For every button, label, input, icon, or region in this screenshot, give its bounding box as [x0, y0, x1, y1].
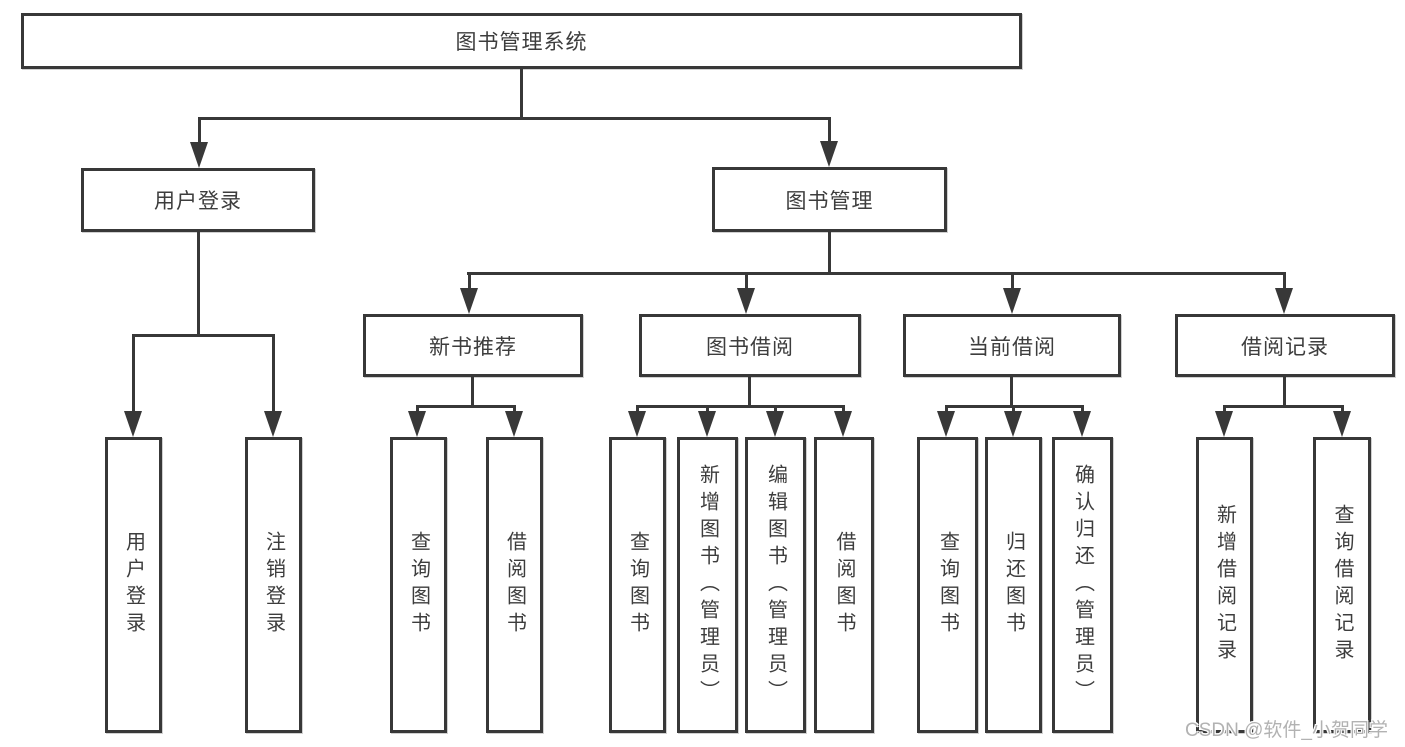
leaf-bb-borrow-label: 借阅图书 [833, 531, 855, 639]
leaf-logout-label: 注销登录 [262, 531, 285, 639]
arrowhead-leaf-login [124, 411, 142, 437]
leaf-bb-borrow: 借阅图书 [814, 437, 874, 733]
connector-arrow-cb-return-stem [1012, 405, 1015, 413]
arrowhead-user-login [190, 142, 208, 168]
connector-arrow-leaf-login-stem [132, 334, 135, 413]
leaf-br-query-label: 查询借阅记录 [1331, 504, 1353, 666]
node-user-login-label: 用户登录 [154, 190, 242, 213]
arrowhead-nb-borrow [505, 411, 523, 437]
node-book-mgmt-label: 图书管理 [785, 189, 874, 213]
arrowhead-cb-confirm [1073, 411, 1091, 437]
leaf-bb-query: 查询图书 [609, 437, 666, 733]
node-current-borrow-label: 当前借阅 [968, 335, 1056, 359]
connector-book-borrow-branch [636, 405, 845, 408]
node-borrow-records-label: 借阅记录 [1241, 335, 1329, 359]
arrowhead-leaf-logout [264, 411, 282, 437]
leaf-nb-borrow-label: 借阅图书 [503, 531, 526, 639]
connector-level3-branch [467, 272, 1286, 275]
leaf-nb-borrow: 借阅图书 [486, 437, 543, 733]
connector-arrow-bb-edit-stem [774, 405, 777, 413]
leaf-user-login: 用户登录 [105, 437, 162, 733]
connector-book-borrow-stem [748, 377, 751, 408]
node-user-login: 用户登录 [81, 168, 315, 232]
connector-user-login-branch [132, 334, 275, 337]
arrowhead-bb-add [698, 411, 716, 437]
connector-new-books-stem [471, 377, 474, 408]
leaf-cb-confirm-label: 确认归还（管理员） [1071, 463, 1094, 707]
connector-arrow-book-mgmt-stem [828, 117, 831, 145]
leaf-bb-add-label: 新增图书（管理员） [696, 463, 719, 707]
node-book-borrow-label: 图书借阅 [706, 335, 794, 359]
arrowhead-nb-query [408, 411, 426, 437]
leaf-cb-query-label: 查询图书 [936, 531, 959, 639]
leaf-bb-edit: 编辑图书（管理员） [745, 437, 806, 733]
connector-arrow-cb-query-stem [945, 405, 948, 413]
node-book-borrow: 图书借阅 [639, 314, 861, 377]
leaf-cb-return-label: 归还图书 [1002, 531, 1025, 639]
leaf-bb-add: 新增图书（管理员） [677, 437, 738, 733]
connector-arrow-br-query-stem [1341, 405, 1344, 413]
leaf-cb-return: 归还图书 [985, 437, 1042, 733]
node-root: 图书管理系统 [21, 13, 1022, 69]
arrowhead-cb-query [937, 411, 955, 437]
node-current-borrow: 当前借阅 [903, 314, 1121, 377]
arrowhead-bb-edit [766, 411, 784, 437]
connector-book-mgmt-stem [828, 232, 831, 275]
connector-arrow-bb-borrow-stem [842, 405, 845, 413]
connector-arrow-new-books-stem [468, 272, 471, 292]
arrowhead-bb-query [628, 411, 646, 437]
leaf-br-add-label: 新增借阅记录 [1213, 504, 1236, 666]
arrowhead-borrow-records [1275, 288, 1293, 314]
leaf-cb-confirm: 确认归还（管理员） [1052, 437, 1113, 733]
leaf-logout: 注销登录 [245, 437, 302, 733]
connector-borrow-records-stem [1283, 377, 1286, 408]
csdn-watermark: CSDN @软件_小贺同学 [1185, 720, 1388, 741]
connector-arrow-bb-add-stem [706, 405, 709, 413]
leaf-nb-query: 查询图书 [390, 437, 447, 733]
arrowhead-book-borrow [737, 288, 755, 314]
connector-current-borrow-stem [1010, 377, 1013, 408]
leaf-bb-query-label: 查询图书 [626, 531, 649, 639]
connector-arrow-current-borrow-stem [1011, 272, 1014, 292]
arrowhead-br-query [1333, 411, 1351, 437]
leaf-nb-query-label: 查询图书 [407, 531, 430, 639]
leaf-cb-query: 查询图书 [917, 437, 978, 733]
leaf-user-login-label: 用户登录 [122, 531, 145, 639]
arrowhead-br-add [1215, 411, 1233, 437]
leaf-br-add: 新增借阅记录 [1196, 437, 1253, 733]
node-root-label: 图书管理系统 [455, 31, 588, 54]
node-new-books: 新书推荐 [363, 314, 583, 377]
connector-arrow-borrow-records-stem [1283, 272, 1286, 292]
connector-arrow-nb-borrow-stem [513, 405, 516, 413]
connector-arrow-leaf-logout-stem [272, 334, 275, 413]
connector-borrow-records-branch [1223, 405, 1344, 408]
connector-new-books-branch [416, 405, 516, 408]
leaf-bb-edit-label: 编辑图书（管理员） [764, 463, 787, 707]
connector-user-login-stem [197, 232, 200, 337]
arrowhead-current-borrow [1003, 288, 1021, 314]
node-new-books-label: 新书推荐 [429, 335, 517, 359]
connector-arrow-user-login-stem [198, 117, 201, 145]
connector-arrow-br-add-stem [1223, 405, 1226, 413]
connector-level1-branch [198, 117, 831, 120]
connector-arrow-book-borrow-stem [745, 272, 748, 292]
connector-arrow-bb-query-stem [636, 405, 639, 413]
arrowhead-cb-return [1004, 411, 1022, 437]
node-borrow-records: 借阅记录 [1175, 314, 1395, 377]
connector-root-stem [520, 69, 523, 119]
node-book-mgmt: 图书管理 [712, 167, 947, 232]
arrowhead-bb-borrow [834, 411, 852, 437]
arrowhead-book-mgmt [820, 141, 838, 167]
connector-arrow-cb-confirm-stem [1081, 405, 1084, 413]
connector-arrow-nb-query-stem [416, 405, 419, 413]
arrowhead-new-books [460, 288, 478, 314]
leaf-br-query: 查询借阅记录 [1313, 437, 1371, 733]
